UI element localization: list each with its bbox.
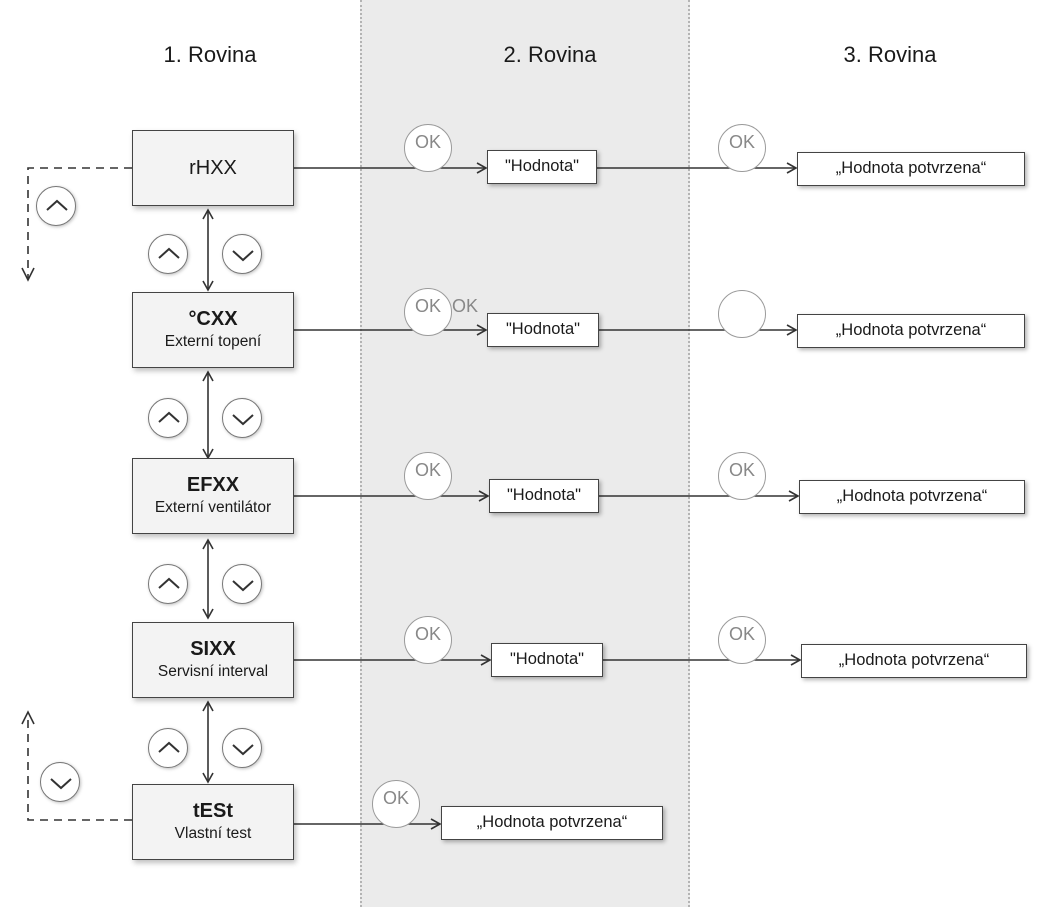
chevron-up-icon [158, 411, 180, 423]
value-box: "Hodnota" [487, 150, 597, 184]
chevron-down-icon [50, 778, 72, 790]
chevron-up-icon [158, 741, 180, 753]
up-button[interactable] [148, 398, 188, 438]
confirmed-box: „Hodnota potvrzena“ [801, 644, 1027, 678]
down-button[interactable] [222, 564, 262, 604]
menu-box-test: tESt Vlastní test [132, 784, 294, 860]
menu-description: Vlastní test [174, 825, 252, 842]
menu-box-rhxx: rHXX [132, 130, 294, 206]
menu-code: tESt [193, 800, 233, 822]
ok-button[interactable]: OK [404, 616, 452, 664]
confirmed-box: „Hodnota potvrzena“ [797, 314, 1025, 348]
menu-box-cxx: °CXX Externí topení [132, 292, 294, 368]
ok-button[interactable]: OK [404, 288, 452, 336]
loop-down-line [27, 167, 132, 280]
value-box: "Hodnota" [489, 479, 599, 513]
chevron-down-icon [232, 414, 254, 426]
ok-button[interactable]: OK [404, 452, 452, 500]
menu-description: Externí topení [164, 333, 262, 350]
loop-up-line [27, 712, 132, 821]
ok-button[interactable]: OK [404, 124, 452, 172]
ok-button[interactable]: OK [718, 124, 766, 172]
ok-label-extra: OK [452, 296, 479, 316]
ok-button[interactable]: OK [372, 780, 420, 828]
column-header-level-2: 2. Rovina [503, 42, 597, 67]
chevron-up-icon [158, 577, 180, 589]
loop-up-button[interactable] [36, 186, 76, 226]
value-box: "Hodnota" [487, 313, 599, 347]
down-button[interactable] [222, 234, 262, 274]
confirmed-box: „Hodnota potvrzena“ [441, 806, 663, 840]
column-header-level-1: 1. Rovina [163, 42, 257, 67]
down-button[interactable] [222, 728, 262, 768]
menu-description: Servisní interval [157, 663, 269, 680]
menu-code: SIXX [190, 638, 236, 660]
chevron-up-icon [46, 199, 68, 211]
ok-button-empty[interactable] [718, 290, 766, 338]
chevron-up-icon [158, 247, 180, 259]
menu-description: Externí ventilátor [154, 499, 272, 516]
chevron-down-icon [232, 580, 254, 592]
chevron-down-icon [232, 250, 254, 262]
menu-code: rHXX [189, 157, 237, 179]
ok-button[interactable]: OK [718, 452, 766, 500]
menu-box-efxx: EFXX Externí ventilátor [132, 458, 294, 534]
up-button[interactable] [148, 728, 188, 768]
menu-code: °CXX [188, 308, 238, 330]
confirmed-box: „Hodnota potvrzena“ [799, 480, 1025, 514]
menu-box-sixx: SIXX Servisní interval [132, 622, 294, 698]
down-button[interactable] [222, 398, 262, 438]
up-button[interactable] [148, 234, 188, 274]
up-button[interactable] [148, 564, 188, 604]
loop-down-button[interactable] [40, 762, 80, 802]
menu-code: EFXX [186, 474, 240, 496]
chevron-down-icon [232, 744, 254, 756]
ok-button[interactable]: OK [718, 616, 766, 664]
confirmed-box: „Hodnota potvrzena“ [797, 152, 1025, 186]
column-header-level-3: 3. Rovina [843, 42, 937, 67]
value-box: "Hodnota" [491, 643, 603, 677]
